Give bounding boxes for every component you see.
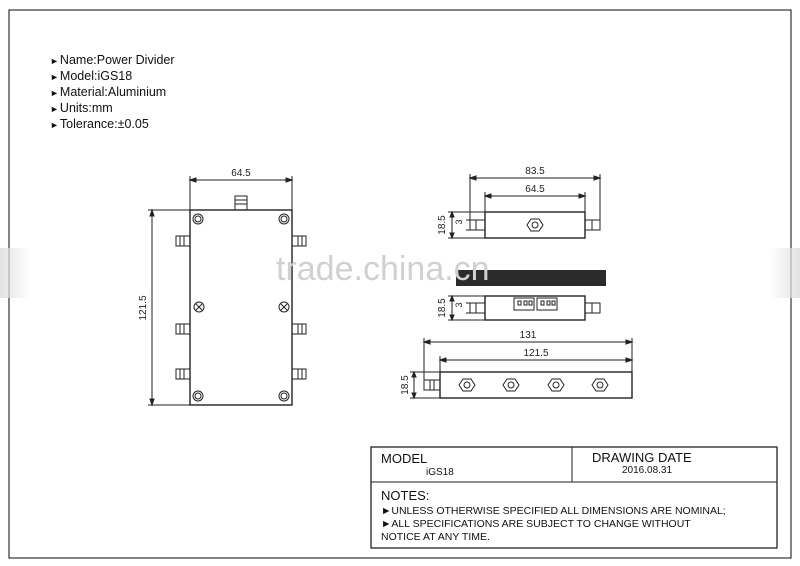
bottom-height-label: 18.5 [400, 375, 411, 395]
notes-label: NOTES: [381, 488, 430, 503]
top-overall-label: 83.5 [525, 166, 545, 177]
side-body [484, 295, 586, 321]
front-width-label: 64.5 [231, 168, 251, 179]
spec-material: ►Material:Aluminium [50, 85, 167, 99]
top-height-label: 18.5 [437, 215, 448, 235]
side-offset-label: 3 [454, 302, 464, 307]
front-view [148, 176, 307, 407]
spec-model: ►Model:iGS18 [50, 69, 133, 83]
model-value: iGS18 [426, 467, 454, 478]
shaded-band [456, 270, 606, 286]
top-body [484, 211, 586, 239]
top-offset-label: 3 [454, 219, 464, 224]
drawing-date-value: 2016.08.31 [622, 465, 673, 476]
spec-units: ►Units:mm [50, 101, 113, 115]
drawing-date-label: DRAWING DATE [592, 450, 692, 465]
watermark-fade-right [770, 248, 800, 298]
note-line-2: ►ALL SPECIFICATIONS ARE SUBJECT TO CHANG… [381, 518, 691, 530]
top-view [448, 174, 602, 240]
bottom-view [410, 338, 634, 400]
model-label: MODEL [381, 451, 428, 466]
spec-tolerance: ►Tolerance:±0.05 [50, 117, 149, 131]
front-height-label: 121.5 [138, 295, 149, 320]
side-height-label: 18.5 [437, 298, 448, 318]
note-line-3: NOTICE AT ANY TIME. [381, 531, 490, 543]
bottom-body-label: 121.5 [523, 348, 548, 359]
bottom-overall-label: 131 [520, 330, 537, 341]
watermark-fade-left [0, 248, 30, 298]
front-body [189, 209, 293, 406]
top-body-label: 64.5 [525, 184, 545, 195]
title-block [370, 446, 778, 549]
spec-name: ►Name:Power Divider [50, 53, 175, 67]
side-view [448, 294, 601, 322]
note-line-1: ►UNLESS OTHERWISE SPECIFIED ALL DIMENSIO… [381, 505, 726, 517]
watermark: trade.china.cn [276, 250, 490, 288]
